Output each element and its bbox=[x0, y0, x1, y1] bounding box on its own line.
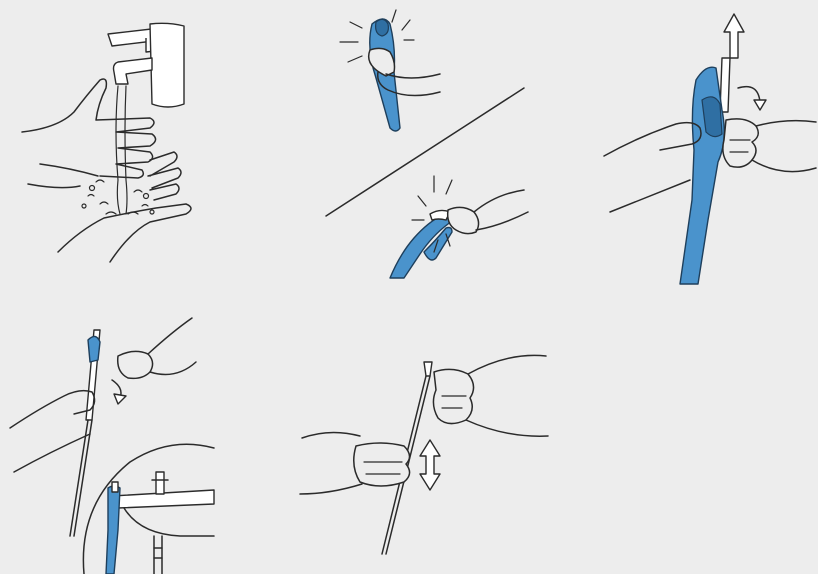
up-down-arrow-icon bbox=[420, 440, 440, 490]
pull-up-arrow-icon bbox=[724, 14, 744, 58]
hand-bottom-icon bbox=[300, 432, 410, 494]
hand-peel-icon bbox=[448, 190, 528, 234]
rotate-arrow-small-icon bbox=[112, 380, 126, 404]
faucet-icon bbox=[108, 23, 184, 107]
catheter-package-long-icon bbox=[680, 67, 724, 284]
step-1-wash-hands-illustration bbox=[22, 23, 191, 262]
step-5-insert-catheter-illustration bbox=[300, 355, 548, 554]
step-3-pull-catheter-illustration bbox=[604, 14, 816, 284]
water-stream-icon bbox=[82, 86, 154, 214]
hand-top-icon bbox=[433, 355, 548, 436]
step-2-open-package-illustration bbox=[326, 10, 528, 278]
hands-attach-icon bbox=[10, 318, 196, 472]
catheter-package-short-icon bbox=[88, 336, 100, 362]
step-4-hang-on-sink-illustration bbox=[10, 318, 214, 574]
sink-detail-circle-icon bbox=[83, 444, 214, 574]
panel-divider-line bbox=[326, 88, 524, 216]
rotate-arrow-icon bbox=[738, 87, 766, 110]
